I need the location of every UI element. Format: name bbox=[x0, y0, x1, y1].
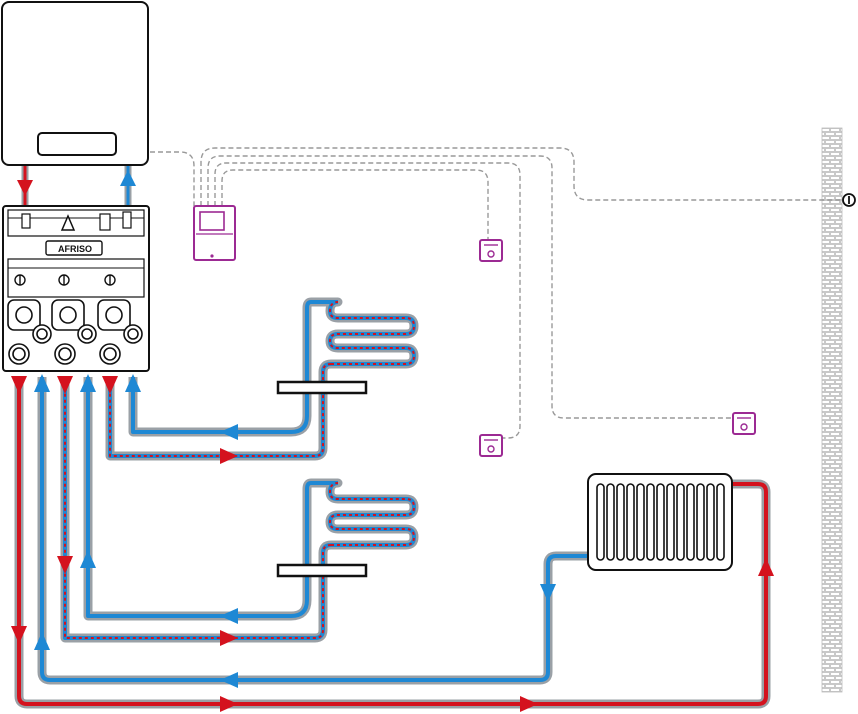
underfloor-loop-1 bbox=[105, 297, 419, 464]
flow-arrow-up bbox=[120, 170, 136, 186]
flow-arrow-right bbox=[220, 696, 238, 712]
manifold-valves bbox=[8, 324, 143, 365]
flow-arrow-down bbox=[17, 180, 33, 196]
floor-distribution-bar-2 bbox=[276, 563, 368, 578]
flow-arrow-up bbox=[80, 374, 96, 392]
signal-wire-thermostat-3 bbox=[207, 155, 734, 419]
boiler-return-pipe bbox=[120, 166, 136, 205]
boiler-display bbox=[37, 132, 117, 156]
flow-arrow-down bbox=[57, 556, 73, 574]
brand-plate bbox=[45, 240, 103, 256]
radiator-icon bbox=[587, 473, 733, 571]
flow-arrow-down bbox=[57, 376, 73, 394]
flow-arrow-left bbox=[220, 424, 238, 440]
flow-arrow-right bbox=[220, 630, 238, 646]
flow-arrow-up bbox=[80, 550, 96, 568]
manifold-module-icon: AFRISO bbox=[2, 205, 150, 372]
flow-arrow-left bbox=[220, 672, 238, 688]
radiator-circuit bbox=[11, 374, 774, 712]
flow-arrow-up bbox=[125, 374, 141, 392]
outdoor-sensor-icon bbox=[842, 193, 856, 207]
central-controller-icon bbox=[193, 205, 236, 261]
signal-wires bbox=[150, 147, 848, 439]
signal-wire-boiler bbox=[150, 151, 195, 206]
flow-arrow-up bbox=[34, 632, 50, 650]
brand-label: AFRISO bbox=[58, 244, 92, 254]
room-thermostat-icon bbox=[479, 434, 503, 457]
flow-arrow-down bbox=[540, 584, 556, 602]
flow-arrow-up bbox=[34, 374, 50, 392]
signal-wire-thermostat-1 bbox=[221, 169, 489, 240]
warning-triangle-icon bbox=[60, 214, 76, 231]
mixing-valves bbox=[7, 299, 131, 331]
flow-arrow-right bbox=[220, 448, 238, 464]
boiler-supply-pipe bbox=[17, 166, 33, 205]
underfloor-loop-2 bbox=[57, 377, 419, 646]
signal-wire-thermostat-2 bbox=[214, 162, 521, 439]
flow-arrow-down bbox=[11, 626, 27, 644]
brick-wall-icon bbox=[821, 127, 843, 693]
flow-arrow-right bbox=[520, 696, 538, 712]
flow-arrow-left bbox=[220, 608, 238, 624]
room-thermostat-icon bbox=[479, 239, 503, 262]
floor-distribution-bar-1 bbox=[276, 380, 368, 395]
boiler-icon bbox=[1, 1, 149, 166]
flow-arrow-down bbox=[102, 376, 118, 394]
flow-arrow-down bbox=[11, 376, 27, 394]
flow-arrow-up bbox=[758, 558, 774, 576]
room-thermostat-icon bbox=[732, 412, 756, 435]
